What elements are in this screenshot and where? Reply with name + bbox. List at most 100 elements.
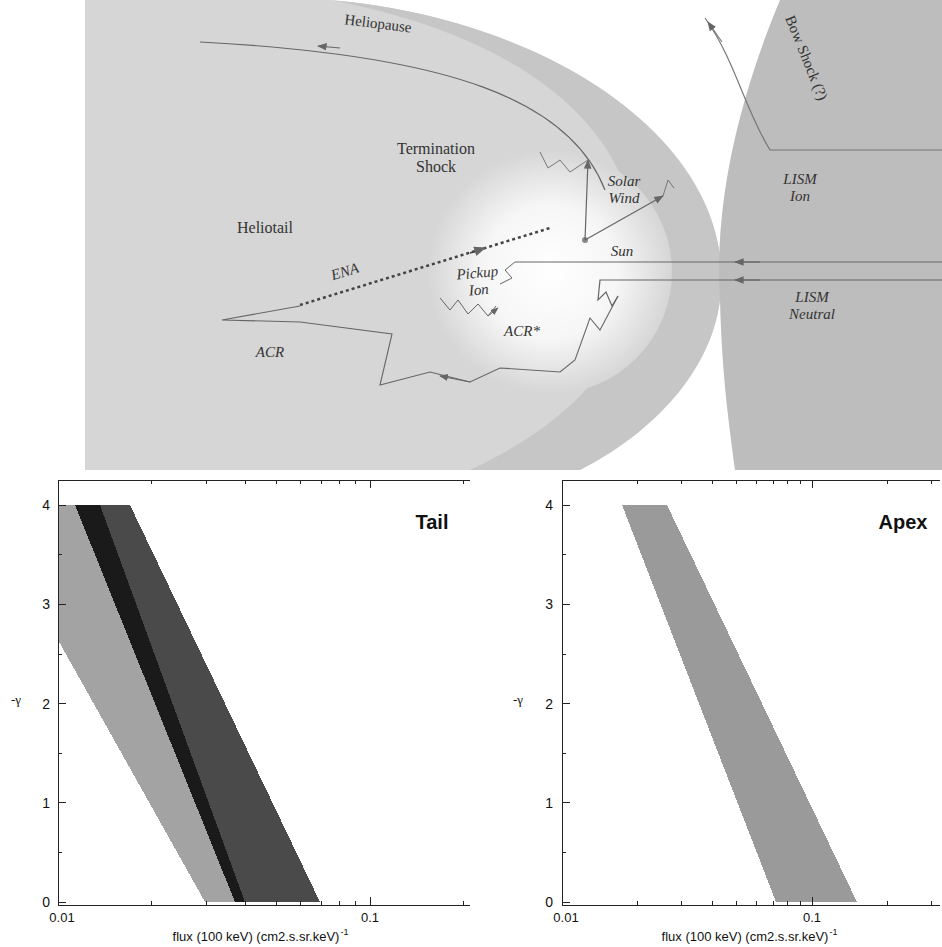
axis-tick — [812, 480, 813, 488]
flow-arrow — [318, 46, 340, 48]
axis-title: -γ — [513, 693, 523, 708]
axis-tick — [562, 852, 566, 853]
axis-tick — [637, 901, 638, 905]
axis-tick — [58, 753, 62, 754]
axis-tick — [562, 753, 566, 754]
solar-wind-zigzag — [663, 180, 674, 196]
tick-label: 3 — [545, 596, 553, 612]
axis-tick — [887, 901, 888, 905]
axis-exponent: -1 — [829, 927, 837, 937]
axis-tick — [321, 480, 322, 484]
axis-tick — [773, 901, 774, 905]
ena-path — [300, 228, 550, 305]
axis-tick — [355, 901, 356, 905]
axis-tick — [562, 554, 566, 555]
tick-label: 1 — [42, 795, 50, 811]
axis-tick — [339, 480, 340, 484]
axis-tick — [681, 901, 682, 905]
axis-tick — [58, 852, 62, 853]
acr-star-arrow — [488, 308, 498, 316]
axis-tick — [800, 901, 801, 905]
lism-neutral-line — [598, 280, 942, 306]
axis-tick — [787, 901, 788, 905]
tick-label: 0.1 — [361, 911, 379, 926]
axis-title: flux (100 keV) (cm2.s.sr.keV) — [173, 930, 340, 945]
axis-tick — [562, 897, 563, 905]
axis-tick — [370, 480, 371, 488]
axis-tick — [339, 901, 340, 905]
region-label: Heliotail — [237, 219, 293, 237]
axis-tick — [736, 901, 737, 905]
neutral-arrow — [735, 261, 760, 262]
axis-tick — [736, 480, 737, 484]
solar-wind-ray — [585, 160, 588, 240]
tick-label: 0 — [42, 894, 50, 910]
tick-label: 4 — [42, 497, 50, 513]
region-label: Bow Shock (?) — [781, 13, 831, 103]
axis-tick — [321, 901, 322, 905]
particle-label: ACR* — [504, 323, 540, 340]
particle-label: Pickup Ion — [449, 262, 507, 301]
axis-tick — [58, 703, 66, 704]
axis-tick — [151, 901, 152, 905]
particle-label: LISM Neutral — [777, 289, 847, 324]
axis-tick — [812, 897, 813, 905]
termination-shock-sphere — [428, 150, 672, 394]
axis-tick — [681, 480, 682, 484]
axis-tick — [370, 897, 371, 905]
axis-tick — [276, 901, 277, 905]
axis-tick — [58, 554, 62, 555]
confidence-band — [75, 505, 320, 902]
axis-tick — [712, 480, 713, 484]
neutral-arrow — [735, 279, 760, 280]
solar-wind-zigzag — [540, 152, 588, 172]
heliopause-flow — [200, 42, 605, 190]
axis-tick — [562, 902, 570, 903]
axis-tick — [756, 480, 757, 484]
region-label: Heliopause — [343, 11, 412, 36]
particle-label: Sun — [611, 243, 634, 260]
axis-tick — [58, 505, 66, 506]
confidence-band — [75, 505, 245, 902]
axis-tick — [300, 480, 301, 484]
axis-tick — [562, 703, 570, 704]
axis-tick — [800, 480, 801, 484]
acr-path — [222, 296, 618, 385]
axis-tick — [245, 480, 246, 484]
tick-label: 2 — [42, 695, 50, 711]
axis-tick — [931, 901, 932, 905]
axis-tick — [773, 480, 774, 484]
plot-axes — [58, 480, 470, 905]
bow-shock-arrow — [708, 22, 722, 42]
axis-exponent: -1 — [340, 927, 348, 937]
acr-arrow — [440, 376, 470, 382]
axis-tick — [206, 480, 207, 484]
axis-tick — [245, 901, 246, 905]
axis-tick — [463, 901, 464, 905]
tick-label: 1 — [545, 795, 553, 811]
heliosphere-region — [85, 0, 722, 470]
axis-tick — [562, 802, 570, 803]
axis-tick — [562, 604, 570, 605]
axis-tick — [712, 901, 713, 905]
tick-label: 4 — [545, 497, 553, 513]
tick-label: 3 — [42, 596, 50, 612]
axis-title: -γ — [11, 693, 21, 708]
axis-tick — [151, 480, 152, 484]
panel-title: Tail — [416, 511, 449, 534]
tick-label: 2 — [545, 695, 553, 711]
axis-tick — [562, 480, 563, 488]
axis-tick — [300, 901, 301, 905]
axis-tick — [355, 480, 356, 484]
pickup-ion-path — [440, 262, 515, 316]
axis-tick — [58, 902, 66, 903]
plot-axes — [562, 480, 940, 905]
region-label: Termination Shock — [381, 140, 491, 177]
axis-tick — [58, 604, 66, 605]
tick-label: 0.01 — [553, 911, 578, 926]
axis-tick — [887, 480, 888, 484]
lism-region — [719, 0, 942, 470]
axis-tick — [58, 802, 66, 803]
axis-tick — [562, 654, 566, 655]
axis-tick — [206, 901, 207, 905]
